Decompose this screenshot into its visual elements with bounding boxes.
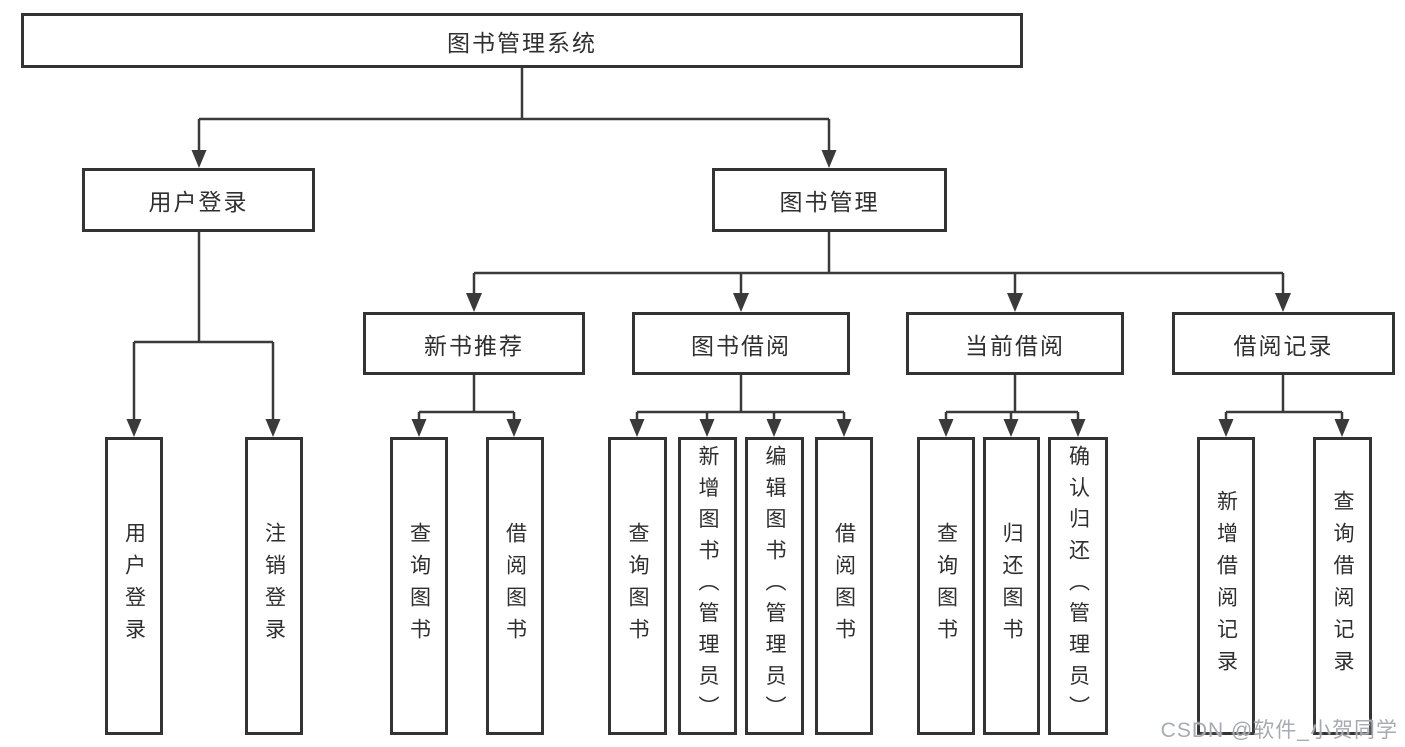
node-borrow-records-label: 借阅记录 (1233, 332, 1334, 359)
node-book-management: 图书管理 (712, 168, 947, 232)
leaf-user-login-label: 用户登录 (122, 522, 146, 650)
leaf-query-borrow-record-label: 查询借阅记录 (1331, 490, 1354, 682)
leaf-edit-book-admin: 编辑图书（管理员） (745, 437, 804, 735)
node-borrow-records: 借阅记录 (1172, 312, 1395, 375)
node-book-management-label: 图书管理 (779, 189, 880, 215)
node-book-borrowing-label: 图书借阅 (691, 332, 791, 359)
leaf-add-borrow-record-label: 新增借阅记录 (1214, 490, 1238, 682)
leaf-query-books-recommend-label: 查询图书 (407, 522, 431, 650)
leaf-return-books: 归还图书 (983, 437, 1040, 735)
node-root: 图书管理系统 (21, 13, 1023, 68)
node-new-book-recommend-label: 新书推荐 (424, 332, 524, 359)
leaf-query-books-borrowing-label: 查询图书 (626, 522, 649, 650)
leaf-query-books-current: 查询图书 (917, 437, 975, 735)
leaf-query-borrow-record: 查询借阅记录 (1313, 437, 1372, 735)
leaf-borrow-books-borrowing-label: 借阅图书 (832, 522, 856, 650)
leaf-confirm-return-admin: 确认归还（管理员） (1048, 437, 1108, 735)
node-root-label: 图书管理系统 (447, 29, 597, 56)
node-user-login: 用户登录 (82, 168, 315, 232)
leaf-user-login: 用户登录 (105, 437, 163, 735)
leaf-borrow-books-recommend-label: 借阅图书 (503, 522, 527, 650)
leaf-add-book-admin-label: 新增图书（管理员） (696, 445, 719, 727)
leaf-add-borrow-record: 新增借阅记录 (1197, 437, 1255, 735)
leaf-add-book-admin: 新增图书（管理员） (678, 437, 737, 735)
node-new-book-recommend: 新书推荐 (363, 312, 585, 375)
leaf-logout-label: 注销登录 (262, 522, 286, 650)
leaf-borrow-books-recommend: 借阅图书 (486, 437, 544, 735)
leaf-query-books-current-label: 查询图书 (934, 522, 958, 650)
leaf-borrow-books-borrowing: 借阅图书 (815, 437, 873, 735)
watermark-text: CSDN @软件_小贺同学 (1160, 719, 1398, 742)
node-book-borrowing: 图书借阅 (632, 312, 850, 375)
leaf-logout: 注销登录 (245, 437, 303, 735)
leaf-confirm-return-admin-label: 确认归还（管理员） (1066, 445, 1090, 727)
leaf-query-books-recommend: 查询图书 (390, 437, 448, 735)
leaf-edit-book-admin-label: 编辑图书（管理员） (763, 445, 786, 727)
node-current-borrowing: 当前借阅 (906, 312, 1124, 375)
leaf-return-books-label: 归还图书 (1000, 522, 1023, 650)
leaf-query-books-borrowing: 查询图书 (608, 437, 667, 735)
node-user-login-label: 用户登录 (148, 189, 249, 215)
node-current-borrowing-label: 当前借阅 (965, 332, 1065, 359)
